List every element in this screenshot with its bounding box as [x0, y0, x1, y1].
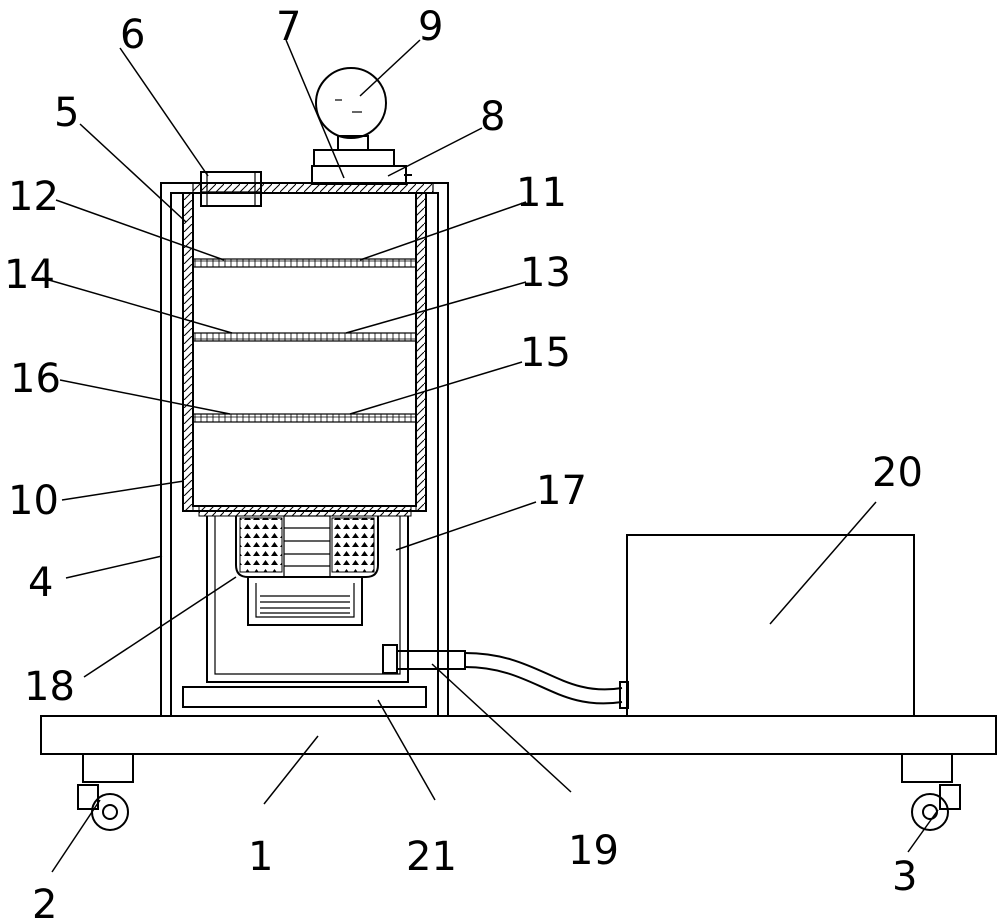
- outlet-connector: [382, 644, 466, 674]
- base-block: [182, 686, 427, 708]
- base-plate: [40, 715, 997, 755]
- screen-layer-1: [192, 258, 417, 268]
- storage-tank: [626, 534, 915, 717]
- leader-lines: [41, 39, 939, 873]
- callout-16: 16: [10, 356, 61, 402]
- callout-7: 7: [276, 4, 301, 50]
- callout-20: 20: [872, 450, 923, 496]
- callout-6: 6: [120, 12, 145, 58]
- callout-15: 15: [520, 330, 571, 376]
- screen-layer-2: [192, 332, 417, 342]
- callout-19: 19: [568, 828, 619, 874]
- collection-box: [206, 516, 409, 683]
- callout-17: 17: [536, 468, 587, 514]
- callout-14: 14: [4, 252, 55, 298]
- pressure-gauge: [311, 67, 412, 185]
- callout-21: 21: [406, 834, 457, 880]
- callout-11: 11: [516, 170, 567, 216]
- hose: [464, 652, 629, 709]
- callout-18: 18: [24, 664, 75, 710]
- callout-13: 13: [520, 250, 571, 296]
- left-caster: [77, 753, 134, 831]
- callout-10: 10: [8, 478, 59, 524]
- inner-tank: [182, 192, 427, 512]
- heating-block: [235, 515, 379, 626]
- callout-8: 8: [480, 94, 505, 140]
- callout-3: 3: [892, 854, 917, 900]
- callout-5: 5: [54, 90, 79, 136]
- callout-4: 4: [28, 560, 53, 606]
- feed-inlet: [200, 171, 262, 207]
- tank-bottom-plate: [198, 505, 412, 517]
- callout-9: 9: [418, 4, 443, 50]
- callout-2: 2: [32, 882, 57, 924]
- screen-layer-3: [192, 413, 417, 423]
- callout-1: 1: [248, 834, 273, 880]
- callout-12: 12: [8, 174, 59, 220]
